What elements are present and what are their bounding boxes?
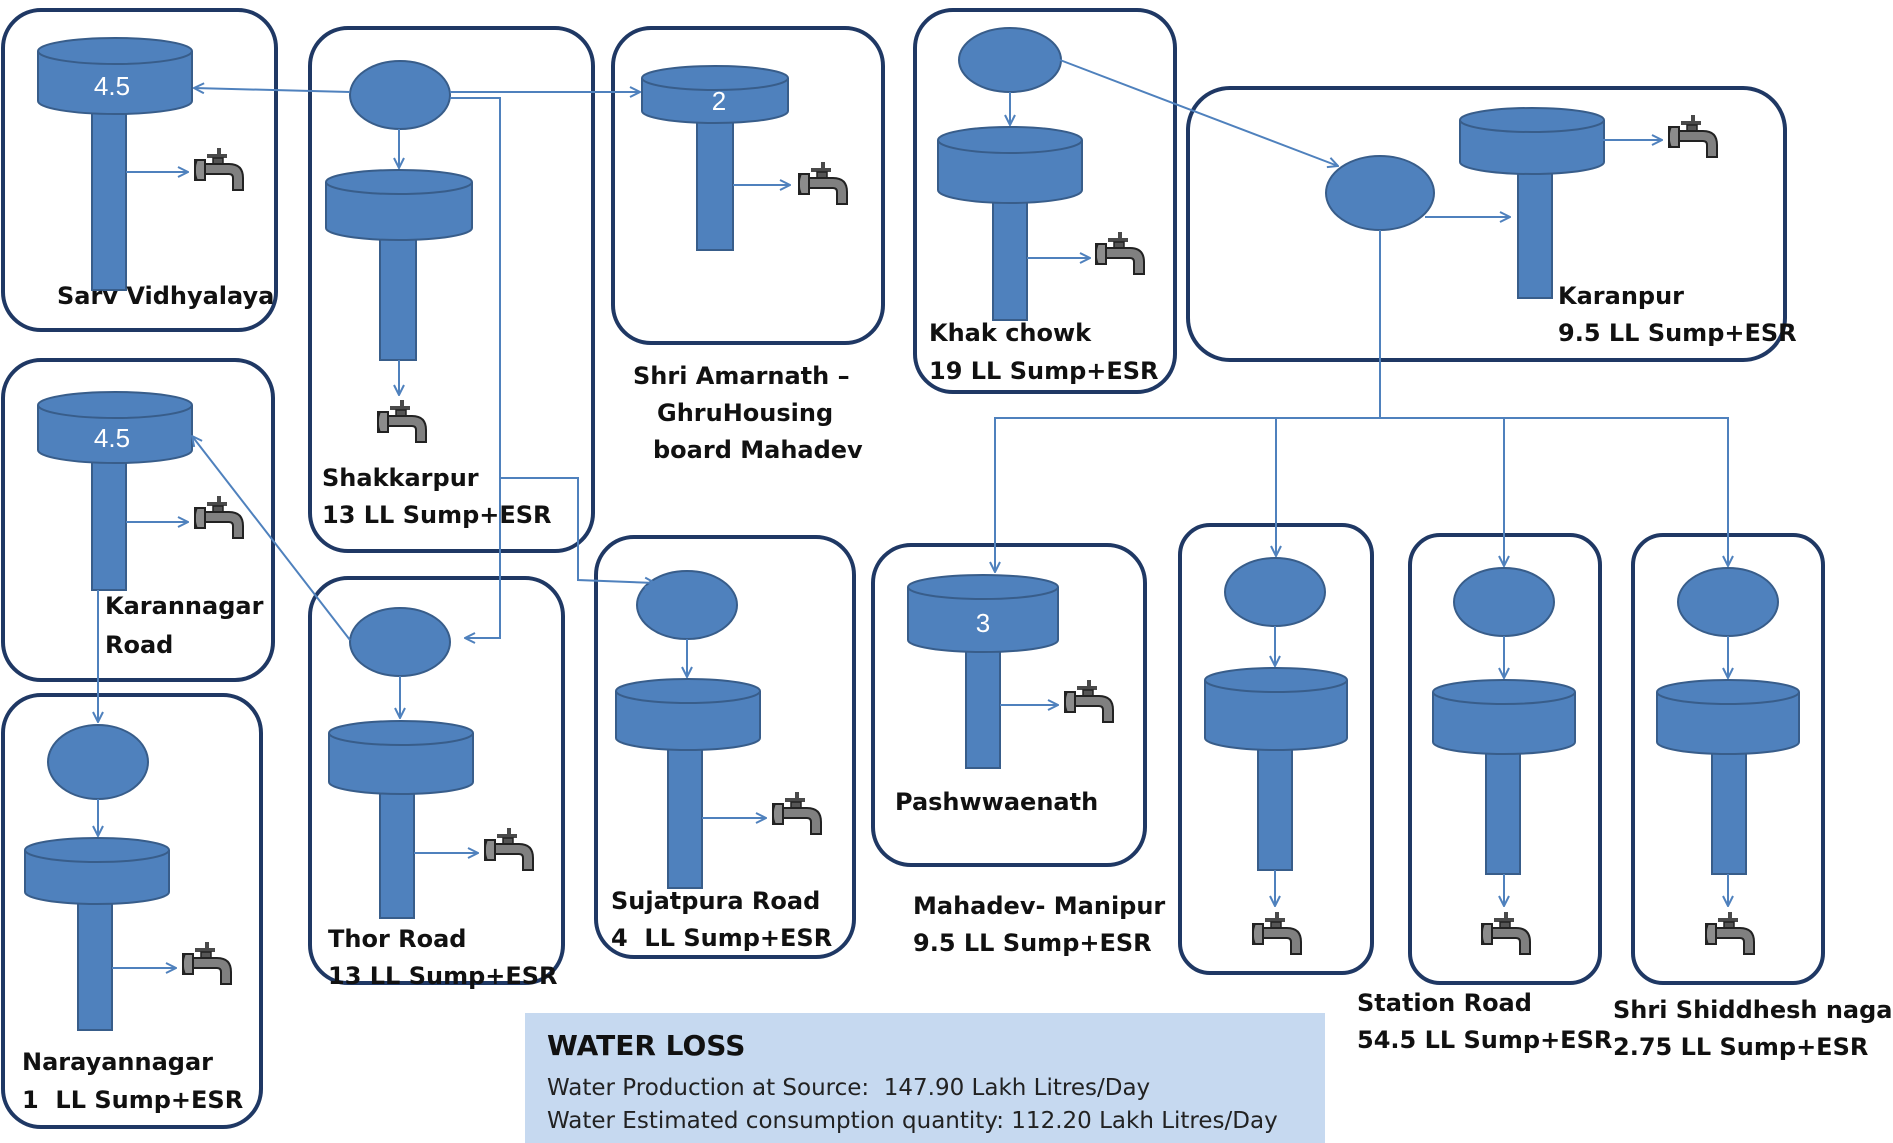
box-amarnath (611, 26, 885, 345)
esr-station-road (1432, 679, 1576, 875)
label-khak-chowk: Khak chowk (929, 319, 1092, 347)
label-shiddhesh-nagar: Shri Shiddhesh nagar (1613, 996, 1893, 1024)
esr-karanpur (1459, 107, 1605, 299)
label-station-road: Station Road (1357, 989, 1532, 1017)
sump-thor-road (349, 607, 451, 677)
label-amarnath-3: board Mahadev (653, 436, 863, 464)
tap-icon (484, 827, 534, 871)
label-mahadev-manipur: Mahadev- Manipur (913, 892, 1166, 920)
esr-thor-road (328, 720, 474, 919)
tap-icon (1095, 231, 1145, 275)
label-shiddhesh-nagar-capacity: 2.75 LL Sump+ESR (1613, 1033, 1869, 1061)
label-narayannagar-capacity: 1 LL Sump+ESR (22, 1086, 244, 1114)
label-sujatpura: Sujatpura Road (611, 887, 821, 915)
sump-mahadev-manipur (1224, 557, 1326, 627)
box-karanpur (1186, 86, 1787, 362)
water-production-line: Water Production at Source: 147.90 Lakh … (547, 1075, 1151, 1101)
esr-karannagar (37, 391, 193, 591)
water-consumption-line: Water Estimated consumption quantity: 11… (547, 1108, 1278, 1134)
box-sujatpura (594, 535, 856, 959)
label-mahadev-manipur-capacity: 9.5 LL Sump+ESR (913, 929, 1152, 957)
label-narayannagar: Narayannagar (22, 1048, 213, 1076)
esr-sarv (37, 37, 193, 291)
tank-number-sarv: 4.5 (94, 71, 130, 101)
tap-icon (194, 495, 244, 539)
esr-mahadev-manipur (1204, 667, 1348, 871)
label-karannagar-road: Road (105, 631, 174, 659)
label-shakkarpur: Shakkarpur (322, 464, 479, 492)
esr-narayannagar (24, 837, 170, 1031)
esr-shiddhesh-nagar (1656, 679, 1800, 875)
label-sujatpura-capacity: 4 LL Sump+ESR (611, 924, 833, 952)
box-karannagar (1, 358, 275, 682)
box-thor-road (308, 576, 565, 985)
esr-pashwwaenath (907, 574, 1059, 769)
sump-shakkarpur (349, 60, 451, 130)
tap-icon (1252, 911, 1302, 955)
box-sarv-vidhyalaya (1, 8, 278, 332)
tap-icon (194, 147, 244, 191)
label-sarv-vidhyalaya: Sarv Vidhyalaya (57, 282, 275, 310)
label-station-road-capacity: 54.5 LL Sump+ESR (1357, 1026, 1613, 1054)
label-thor-road: Thor Road (328, 925, 467, 953)
sump-narayannagar (47, 724, 149, 800)
box-narayannagar (1, 693, 263, 1129)
water-loss-title: WATER LOSS (547, 1029, 746, 1062)
tank-number-amarnath: 2 (712, 86, 726, 116)
tap-icon (1705, 911, 1755, 955)
esr-shakkarpur (325, 169, 473, 361)
tap-icon (1668, 114, 1718, 158)
water-loss-panel: WATER LOSS Water Production at Source: 1… (525, 1013, 1325, 1143)
esr-amarnath (641, 65, 789, 251)
tap-icon (1481, 911, 1531, 955)
tap-icon (377, 399, 427, 443)
label-shakkarpur-capacity: 13 LL Sump+ESR (322, 501, 552, 529)
sump-shiddhesh-nagar (1677, 567, 1779, 637)
flow-connectors (98, 59, 1728, 968)
tap-icon (798, 161, 848, 205)
tap-icon (1064, 679, 1114, 723)
label-karannagar: Karannagar (105, 592, 264, 620)
label-amarnath-1: Shri Amarnath – (633, 362, 850, 390)
sump-khak-chowk (958, 27, 1062, 93)
tank-number-karannagar: 4.5 (94, 423, 130, 453)
tap-icon (772, 791, 822, 835)
sump-karanpur (1325, 155, 1435, 231)
sump-station-road (1453, 567, 1555, 637)
sump-sujatpura (636, 570, 738, 640)
label-karanpur-capacity: 9.5 LL Sump+ESR (1558, 319, 1797, 347)
esr-sujatpura (615, 678, 761, 889)
esr-khak-chowk (937, 126, 1083, 321)
label-karanpur: Karanpur (1558, 282, 1685, 310)
label-khak-chowk-capacity: 19 LL Sump+ESR (929, 357, 1159, 385)
label-amarnath-2: GhruHousing (657, 399, 834, 427)
box-khak-chowk (913, 8, 1177, 394)
tap-icon (182, 941, 232, 985)
label-thor-road-capacity: 13 LL Sump+ESR (328, 962, 558, 990)
box-pashwwaenath (871, 543, 1147, 867)
label-pashwwaenath: Pashwwaenath (895, 788, 1099, 816)
tank-number-mahadev: 3 (976, 608, 990, 638)
box-shakkarpur (308, 26, 595, 553)
